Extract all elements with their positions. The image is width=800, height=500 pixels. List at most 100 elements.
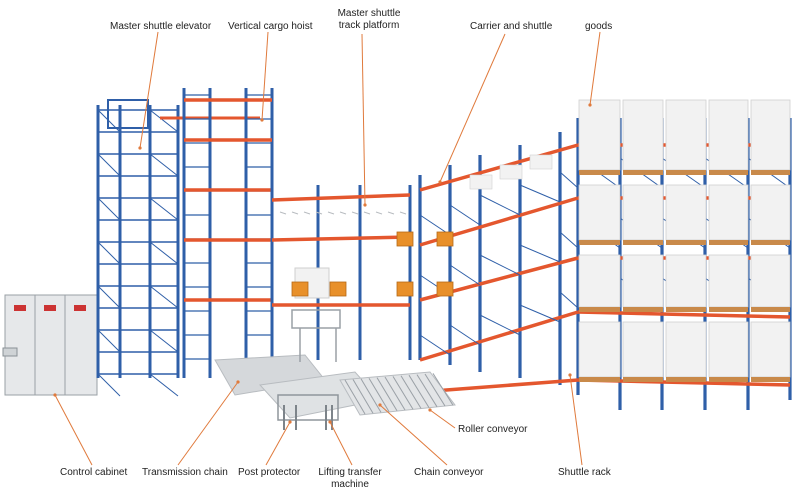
- platform-rail: [291, 211, 299, 215]
- platform-beam: [271, 235, 411, 242]
- elevator-diagonal: [97, 373, 121, 397]
- pallet: [709, 307, 748, 312]
- rack-diagonal: [449, 324, 481, 346]
- leader-control-cabinet: [54, 394, 93, 466]
- roller: [344, 379, 366, 415]
- elevator-diagonal: [97, 197, 121, 221]
- roller: [424, 373, 446, 407]
- goods-box: [708, 321, 749, 378]
- leader-goods: [589, 31, 601, 106]
- roller: [408, 374, 430, 408]
- label-master-shuttle-track-platform: Master shuttle track platform: [334, 8, 404, 32]
- label-carrier-and-shuttle: Carrier and shuttle: [470, 21, 553, 32]
- roller-conveyor-bed: [339, 371, 456, 416]
- roller: [360, 378, 382, 413]
- pallet: [579, 377, 620, 382]
- label-lifting-transfer-line2: machine: [331, 479, 369, 490]
- label-vertical-cargo-hoist: Vertical cargo hoist: [228, 21, 313, 32]
- leader-track-platform: [361, 33, 366, 206]
- pallet: [623, 377, 663, 382]
- label-lifting-transfer-line1: Lifting transfer: [318, 467, 382, 478]
- platform-rail: [363, 211, 371, 215]
- roller: [368, 377, 390, 412]
- pallet: [579, 170, 620, 175]
- pallet: [666, 307, 706, 312]
- leader-chain-conveyor: [379, 404, 448, 466]
- goods-box: [665, 254, 707, 308]
- elevator-diagonal: [149, 197, 179, 221]
- rack-diagonal: [519, 304, 561, 323]
- pallet: [709, 377, 748, 382]
- leader-roller-conveyor: [429, 409, 456, 429]
- shuttle-carriers: [291, 231, 454, 297]
- rack-diagonal: [479, 254, 521, 276]
- roller: [432, 373, 454, 406]
- goods-box-rear: [499, 164, 523, 180]
- label-shuttle-rack: Shuttle rack: [558, 467, 611, 478]
- elevator-diagonal: [97, 329, 121, 353]
- roller: [392, 376, 414, 410]
- pallet: [709, 170, 748, 175]
- elevator-diagonal: [149, 241, 179, 265]
- label-post-protector: Post protector: [238, 467, 301, 478]
- pallet: [623, 170, 663, 175]
- goods-box: [708, 184, 749, 241]
- pallet: [666, 240, 706, 245]
- elevator-diagonal: [149, 153, 179, 177]
- label-goods: goods: [585, 21, 613, 32]
- leader-master-shuttle-elevator: [139, 31, 159, 149]
- elevator-diagonal: [149, 329, 179, 353]
- label-control-cabinet: Control cabinet: [60, 467, 128, 478]
- pallet: [751, 377, 790, 382]
- label-master-shuttle-elevator: Master shuttle elevator: [110, 21, 212, 32]
- goods-box: [708, 254, 749, 308]
- platform-rail: [351, 211, 359, 215]
- shuttle-unit: [436, 281, 454, 297]
- pallet: [623, 240, 663, 245]
- rack-diagonal: [419, 334, 451, 356]
- gantry: [291, 309, 341, 329]
- label-roller-conveyor: Roller conveyor: [458, 424, 528, 435]
- goods-box: [622, 321, 664, 378]
- elevator-diagonal: [149, 109, 179, 133]
- goods-box: [622, 184, 664, 241]
- goods-box: [750, 254, 791, 308]
- goods-box: [665, 321, 707, 378]
- roller: [400, 375, 422, 409]
- platform-rail: [399, 211, 407, 215]
- roller: [352, 379, 374, 414]
- rack-diagonal: [449, 264, 481, 286]
- rack-beam: [419, 143, 579, 192]
- leader-shuttle-rack: [569, 374, 583, 466]
- leader-lifting-transfer: [329, 421, 353, 466]
- pallet: [751, 170, 790, 175]
- shuttle-unit: [291, 281, 309, 297]
- elevator-head: [107, 99, 149, 129]
- label-track-platform-line1: Master shuttle: [337, 8, 401, 19]
- goods-box: [750, 321, 791, 378]
- roller: [384, 376, 406, 411]
- vertical-cargo-hoist: [182, 88, 274, 378]
- control-cabinet: [2, 294, 98, 396]
- label-chain-conveyor: Chain conveyor: [414, 467, 484, 478]
- platform-rail: [303, 211, 311, 215]
- pallet: [709, 240, 748, 245]
- pallet: [579, 307, 620, 312]
- goods-box: [750, 99, 791, 171]
- rack-beam-front: [577, 310, 791, 319]
- elevator-diagonal: [97, 153, 121, 177]
- rack-diagonal: [519, 244, 561, 263]
- roller: [416, 374, 438, 408]
- rack-beam: [419, 378, 579, 394]
- rack-diagonal: [479, 194, 521, 216]
- label-lifting-transfer-machine: Lifting transfer machine: [312, 467, 388, 491]
- goods-box-rear: [469, 174, 493, 190]
- platform-rail: [315, 211, 323, 215]
- goods-box: [578, 99, 621, 171]
- goods: [469, 99, 791, 382]
- shuttle-unit: [436, 231, 454, 247]
- goods-box: [578, 321, 621, 378]
- pallet: [666, 377, 706, 382]
